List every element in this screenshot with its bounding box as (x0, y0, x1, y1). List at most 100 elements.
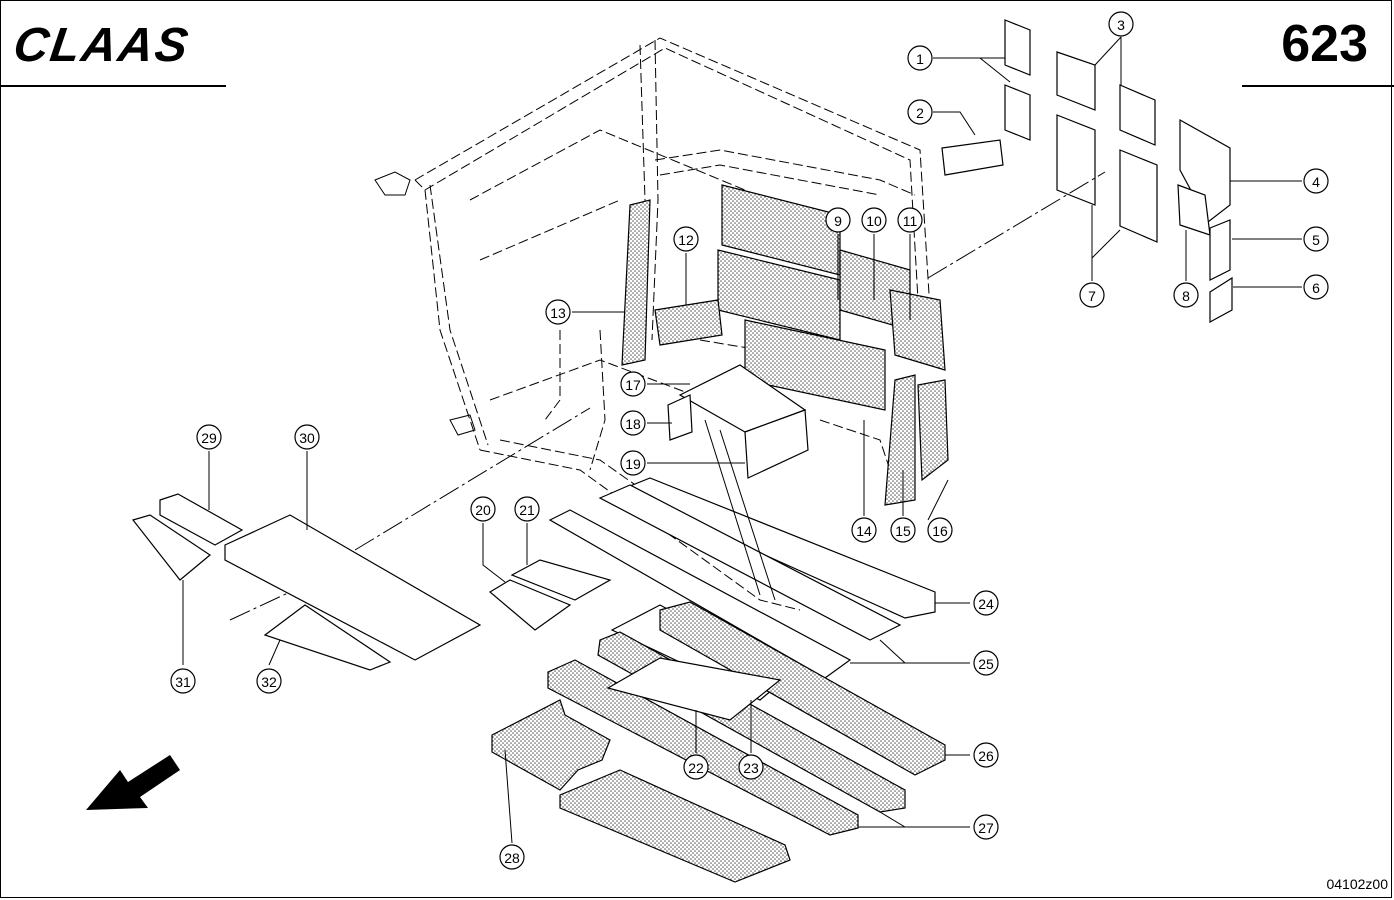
callout-circle (861, 207, 887, 233)
callout-23: 23 (738, 754, 764, 780)
callout-4: 4 (1303, 168, 1329, 194)
callout-label: 13 (550, 305, 566, 321)
callout-label: 6 (1312, 280, 1320, 296)
callout-circle (620, 410, 646, 436)
floor-mats (491, 601, 946, 883)
callout-circle (907, 45, 933, 71)
callout-label: 17 (625, 377, 641, 393)
callout-circle (499, 844, 525, 870)
callout-label: 2 (916, 105, 924, 121)
callout-9: 9 (825, 207, 851, 233)
leader-lines (182, 36, 1302, 844)
callout-label: 32 (261, 674, 277, 690)
callout-label: 15 (895, 523, 911, 539)
callout-label: 21 (519, 502, 535, 518)
callout-circle (927, 517, 953, 543)
callout-label: 19 (625, 456, 641, 472)
callout-circle (256, 668, 282, 694)
callout-circle (897, 207, 923, 233)
callout-circle (1303, 168, 1329, 194)
callout-10: 10 (861, 207, 887, 233)
callout-label: 26 (978, 748, 994, 764)
callout-19: 19 (620, 450, 646, 476)
callout-label: 23 (743, 760, 759, 776)
callout-label: 22 (688, 760, 704, 776)
callout-27: 27 (973, 814, 999, 840)
callout-circle (1173, 282, 1199, 308)
callout-circle (973, 650, 999, 676)
callout-22: 22 (683, 754, 709, 780)
callout-label: 3 (1117, 17, 1125, 33)
page-number: 623 (1281, 15, 1368, 73)
callout-circle (620, 450, 646, 476)
callout-label: 31 (175, 674, 191, 690)
callout-31: 31 (170, 668, 196, 694)
callout-label: 20 (475, 502, 491, 518)
callout-7: 7 (1079, 282, 1105, 308)
callout-circle (1303, 226, 1329, 252)
callout-11: 11 (897, 207, 923, 233)
callout-circle (683, 754, 709, 780)
reference-lines (229, 171, 1106, 621)
callout-label: 25 (978, 656, 994, 672)
callout-circle (851, 517, 877, 543)
callout-circle (196, 424, 222, 450)
callout-8: 8 (1173, 282, 1199, 308)
callout-16: 16 (927, 517, 953, 543)
callout-label: 29 (201, 430, 217, 446)
callout-label: 16 (932, 523, 948, 539)
callout-20: 20 (470, 496, 496, 522)
page-number-underline (1242, 85, 1394, 87)
callout-label: 10 (866, 213, 882, 229)
callout-label: 27 (978, 820, 994, 836)
center-console-box (667, 364, 809, 479)
callout-12: 12 (673, 226, 699, 252)
left-floor-panels (131, 493, 612, 671)
callout-14: 14 (851, 517, 877, 543)
callout-18: 18 (620, 410, 646, 436)
callout-label: 28 (504, 850, 520, 866)
callout-6: 6 (1303, 274, 1329, 300)
callout-label: 18 (625, 416, 641, 432)
callout-15: 15 (890, 517, 916, 543)
callout-label: 12 (678, 232, 694, 248)
callout-13: 13 (545, 299, 571, 325)
callout-21: 21 (514, 496, 540, 522)
callout-circle (294, 424, 320, 450)
callout-circle (738, 754, 764, 780)
callout-circle (170, 668, 196, 694)
callout-circle (673, 226, 699, 252)
callout-label: 24 (978, 596, 994, 612)
callout-17: 17 (620, 371, 646, 397)
callout-label: 1 (916, 51, 924, 67)
callout-26: 26 (973, 742, 999, 768)
logo-underline (0, 85, 226, 87)
drawing-number: 04102z00 (1326, 876, 1388, 892)
callout-label: 4 (1312, 174, 1320, 190)
callout-circle (470, 496, 496, 522)
callout-label: 14 (856, 523, 872, 539)
callout-label: 5 (1312, 232, 1320, 248)
rear-wall-panels (621, 184, 949, 506)
callout-circle (973, 814, 999, 840)
arrow-down-left-icon (86, 755, 180, 810)
upper-right-panels (941, 19, 1233, 324)
callout-circle (890, 517, 916, 543)
callout-circle (620, 371, 646, 397)
callout-label: 9 (834, 213, 842, 229)
callout-25: 25 (973, 650, 999, 676)
callout-30: 30 (294, 424, 320, 450)
callout-label: 8 (1182, 288, 1190, 304)
callout-label: 30 (299, 430, 315, 446)
callout-28: 28 (499, 844, 525, 870)
callout-2: 2 (907, 99, 933, 125)
callout-1: 1 (907, 45, 933, 71)
callout-label: 11 (903, 213, 918, 229)
callout-3: 3 (1108, 11, 1134, 37)
callout-circle (514, 496, 540, 522)
callout-circle (973, 742, 999, 768)
callout-circle (973, 590, 999, 616)
